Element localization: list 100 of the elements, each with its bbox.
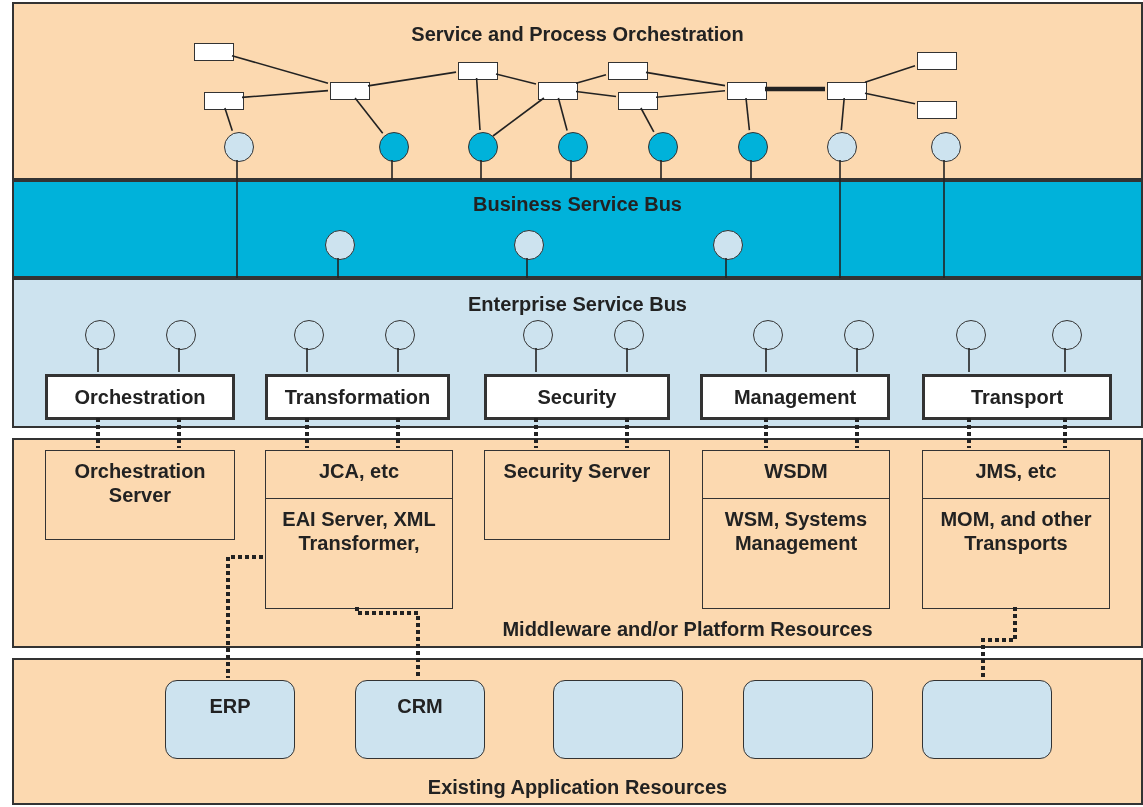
box-label: JCA, etc: [266, 451, 452, 499]
connector-line: [655, 90, 726, 98]
band-title: Business Service Bus: [472, 192, 683, 216]
endpoint-circle: [85, 320, 115, 350]
endpoint-circle: [827, 132, 857, 162]
dotted-connector: [177, 418, 181, 448]
connector-line: [535, 347, 537, 373]
endpoint-circle: [294, 320, 324, 350]
connector-line: [968, 347, 970, 373]
band-title: Enterprise Service Bus: [467, 292, 688, 316]
box-label: ERP: [208, 694, 252, 719]
connector-line: [557, 97, 568, 132]
endpoint-circle: [648, 132, 678, 162]
band-title: Existing Application Resources: [426, 775, 729, 799]
application-box: [553, 680, 683, 759]
component-box: [265, 374, 450, 420]
connector-line: [526, 257, 528, 279]
box-label: Orchestration Server: [73, 459, 207, 508]
connector-line: [231, 54, 329, 85]
connector-line: [397, 347, 399, 373]
box-description: MOM, and other Transports: [939, 507, 1093, 556]
connector-line: [645, 71, 726, 87]
box-label: WSDM: [703, 451, 889, 499]
box-label: JMS, etc: [923, 451, 1109, 499]
box-description: EAI Server, XML Transformer,: [281, 507, 437, 556]
dotted-connector: [305, 418, 309, 448]
connector-line: [495, 73, 537, 85]
component-box: [700, 374, 890, 420]
endpoint-circle: [224, 132, 254, 162]
connector-line: [178, 347, 180, 373]
connector-line: [765, 86, 825, 92]
connector-line: [1064, 347, 1066, 373]
endpoint-circle: [385, 320, 415, 350]
band-title: Service and Process Orchestration: [410, 22, 745, 46]
endpoint-circle: [1052, 320, 1082, 350]
dotted-connector: [764, 418, 768, 448]
endpoint-circle: [558, 132, 588, 162]
connector-line: [864, 92, 916, 105]
dotted-connector: [96, 418, 100, 448]
service-box: [917, 52, 957, 70]
connector-line: [745, 97, 751, 131]
connector-line: [575, 90, 617, 98]
connector-line: [856, 347, 858, 373]
connector-line: [570, 159, 572, 181]
component-box: [45, 374, 235, 420]
connector-line: [626, 347, 628, 373]
endpoint-circle: [614, 320, 644, 350]
resource-box: [265, 450, 453, 609]
resource-box: [922, 450, 1110, 609]
service-box: [827, 82, 867, 100]
connector-line: [725, 257, 727, 279]
connector-line: [337, 257, 339, 279]
service-box: [194, 43, 234, 61]
connector-line: [354, 97, 384, 134]
endpoint-circle: [956, 320, 986, 350]
component-box: [922, 374, 1112, 420]
connector-line: [97, 347, 99, 373]
dotted-connector: [355, 607, 420, 678]
endpoint-circle: [379, 132, 409, 162]
component-box: [484, 374, 670, 420]
box-description: WSM, Systems Management: [723, 507, 869, 556]
connector-line: [492, 97, 545, 137]
application-box: [355, 680, 485, 759]
service-box: [330, 82, 370, 100]
connector-line: [660, 159, 662, 181]
connector-line: [241, 89, 329, 99]
box-label: Transformation: [283, 385, 432, 409]
endpoint-circle: [753, 320, 783, 350]
connector-line: [750, 159, 752, 181]
layer-band: [12, 278, 1143, 428]
endpoint-circle: [738, 132, 768, 162]
dotted-connector: [226, 555, 263, 678]
dotted-connector: [855, 418, 859, 448]
dotted-connector: [1063, 418, 1067, 448]
layer-band: [12, 438, 1143, 648]
endpoint-circle: [713, 230, 743, 260]
endpoint-circle: [523, 320, 553, 350]
box-label: CRM: [396, 694, 444, 719]
layer-band: [12, 658, 1143, 805]
application-box: [165, 680, 295, 759]
connector-line: [840, 97, 845, 131]
endpoint-circle: [166, 320, 196, 350]
connector-line: [224, 107, 234, 132]
layer-band: [12, 180, 1143, 278]
endpoint-circle: [325, 230, 355, 260]
connector-line: [306, 347, 308, 373]
connector-line: [236, 159, 238, 279]
resource-box: [702, 450, 890, 609]
endpoint-circle: [468, 132, 498, 162]
service-box: [727, 82, 767, 100]
dotted-connector: [981, 607, 1017, 678]
application-box: [922, 680, 1052, 759]
connector-line: [475, 77, 481, 131]
dotted-connector: [396, 418, 400, 448]
connector-line: [640, 107, 655, 133]
resource-box: [484, 450, 670, 540]
application-box: [743, 680, 873, 759]
service-box: [608, 62, 648, 80]
dotted-connector: [534, 418, 538, 448]
dotted-connector: [625, 418, 629, 448]
